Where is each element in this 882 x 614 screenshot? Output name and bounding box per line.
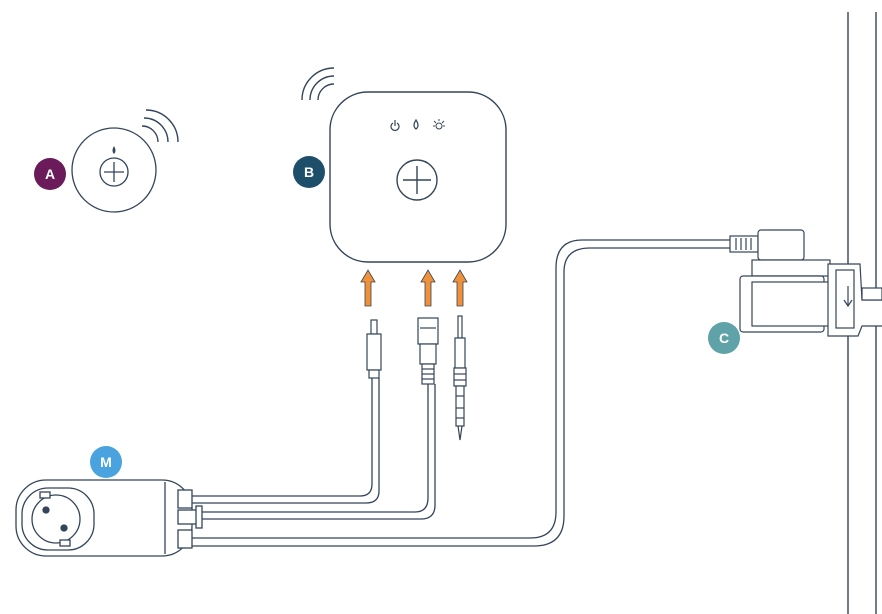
smart-plug-m	[15, 479, 203, 557]
badge-m-label: M	[100, 454, 112, 470]
cross-button-icon	[99, 157, 129, 187]
wifi-icon	[141, 109, 179, 143]
badge-a-label: A	[45, 166, 55, 182]
dc-power-connector	[366, 319, 382, 379]
arrow-power	[360, 269, 376, 307]
connection-arrows	[360, 269, 468, 307]
badge-m: M	[90, 446, 122, 478]
arrow-network	[420, 269, 436, 307]
badge-b: B	[293, 156, 325, 188]
drop-icon	[112, 146, 116, 154]
badge-c-circle	[708, 322, 740, 354]
device-a-sensor	[71, 109, 179, 213]
badge-b-label: B	[304, 164, 314, 180]
water-drop-icon	[413, 118, 419, 130]
badge-c: C	[708, 322, 740, 354]
device-b-hub	[301, 67, 507, 263]
badge-a: A	[34, 158, 66, 190]
sun-icon	[433, 119, 445, 130]
wifi-icon	[301, 67, 335, 101]
badge-a-circle	[34, 158, 66, 190]
arrow-audio	[452, 269, 468, 307]
device-c-pipe-sensor	[729, 229, 882, 337]
badge-c-label: C	[719, 330, 729, 346]
badge-m-circle	[90, 446, 122, 478]
badge-b-circle	[293, 156, 325, 188]
cross-button-icon	[396, 159, 438, 201]
cables	[192, 239, 730, 547]
audio-jack-connector	[453, 315, 467, 441]
power-icon	[390, 120, 400, 131]
network-connector	[417, 317, 439, 385]
